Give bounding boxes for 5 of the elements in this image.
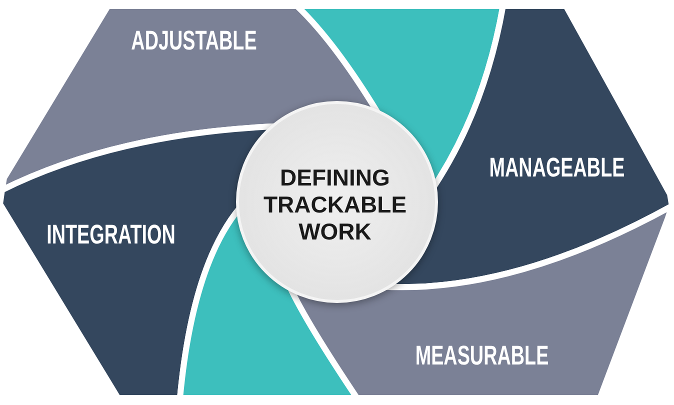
segment-label: MANAGEABLE [489, 154, 625, 182]
center-label: DEFINING TRACKABLE WORK [262, 164, 408, 246]
segment-label: MEASURABLE [415, 342, 549, 370]
segment-label: ADJUSTABLE [131, 28, 257, 54]
segment-label: INTEGRATION [46, 222, 176, 248]
